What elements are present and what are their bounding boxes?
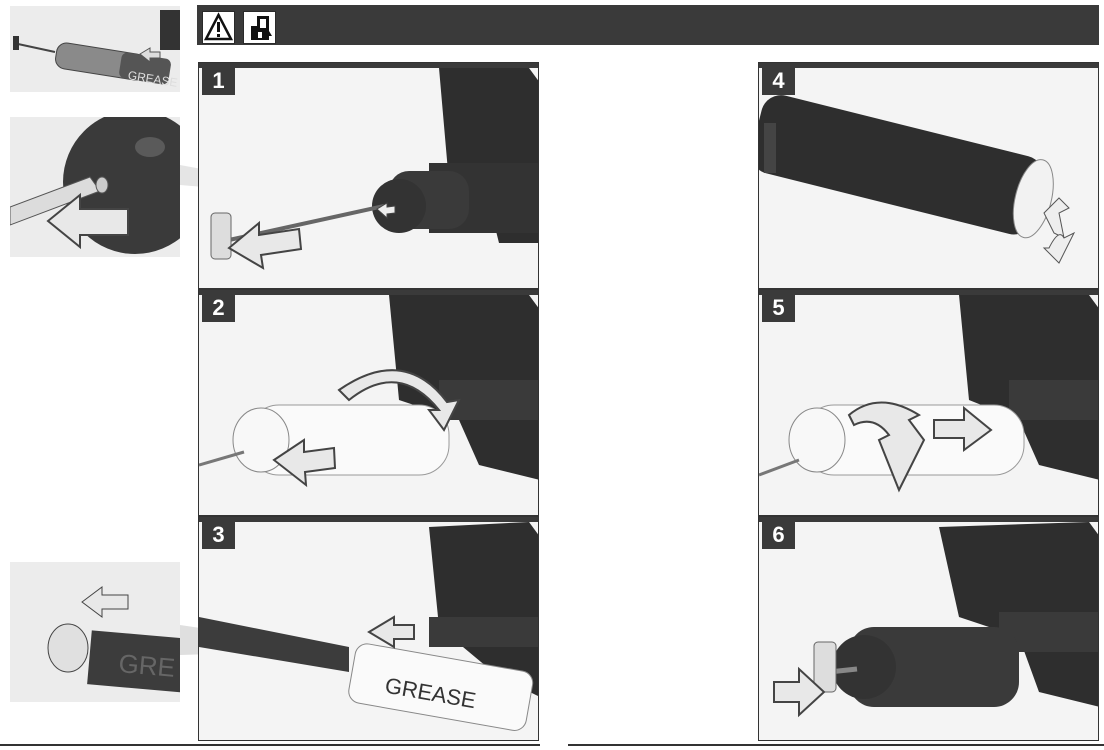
- step-panel-1: 1: [198, 62, 539, 289]
- warning-triangle-icon: [202, 11, 235, 44]
- panel-top-strip: [199, 290, 538, 295]
- inset-tool-overview: GREASE: [10, 6, 180, 92]
- panel-top-strip: [759, 290, 1098, 295]
- step-number-1: 1: [202, 67, 235, 95]
- step-panel-4: 4: [758, 62, 1099, 289]
- step-number-3: 3: [202, 521, 235, 549]
- inset-cap-zoom: [10, 117, 180, 257]
- panel-top-strip: [759, 63, 1098, 68]
- header-bar: [197, 5, 1099, 45]
- read-manual-icon: [243, 11, 276, 44]
- step-number-5: 5: [762, 294, 795, 322]
- panel-top-strip: [759, 517, 1098, 522]
- step-number-6: 6: [762, 521, 795, 549]
- footer-rule-right: [568, 744, 1104, 746]
- step-panel-3: GREASE 3: [198, 516, 539, 741]
- step-panel-6: 6: [758, 516, 1099, 741]
- panel-top-strip: [199, 63, 538, 68]
- inset-grease-label-bottom: GRE: [117, 648, 176, 683]
- footer-rule-left: [0, 744, 540, 746]
- step-panel-2: 2: [198, 289, 539, 516]
- step-panel-5: 5: [758, 289, 1099, 516]
- step-number-4: 4: [762, 67, 795, 95]
- inset-cartridge-cap: GRE: [10, 562, 180, 702]
- step-number-2: 2: [202, 294, 235, 322]
- panel-top-strip: [199, 517, 538, 522]
